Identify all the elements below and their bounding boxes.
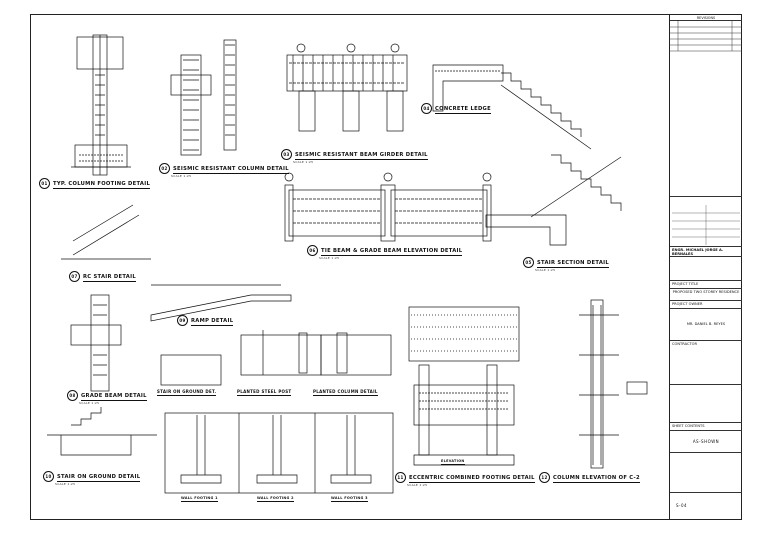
project-owner: MR. DANIEL B. REYES [670, 309, 742, 341]
detail-bubble: 03 [281, 149, 292, 160]
planted-column-detail-title: PLANTED COLUMN DETAIL [313, 389, 378, 396]
project-block [670, 165, 742, 197]
sheet-contents-label: SHEET CONTENTS [670, 423, 742, 431]
detail-title-text: RC STAIR DETAIL [83, 274, 136, 282]
detail-scale: SCALE 1:25 [407, 483, 428, 487]
elevation-label: ELEVATION [441, 459, 465, 465]
project-title: PROPOSED TWO STOREY RESIDENCE [670, 289, 742, 301]
detail-scale: SCALE 1:25 [79, 401, 100, 405]
scale-value: AS-SHOWN [670, 431, 742, 453]
detail-bubble: 04 [421, 103, 432, 114]
structural-linework [47, 34, 648, 494]
detail-title-text: STAIR SECTION DETAIL [537, 260, 609, 268]
engineer-details [670, 257, 742, 281]
wall-footing-1-title: WALL FOOTING 1 [181, 496, 218, 502]
detail-title-text: GRADE BEAM DETAIL [81, 393, 147, 401]
detail-bubble: 05 [523, 257, 534, 268]
detail-title-text: TYP. COLUMN FOOTING DETAIL [53, 181, 151, 189]
detail-title-text: SEISMIC RESISTANT COLUMN DETAIL [173, 166, 289, 174]
stair-on-ground-det-title: STAIR ON GROUND DET. [157, 389, 217, 396]
project-owner-label: PROJECT OWNER [670, 301, 742, 309]
detail-scale: SCALE 1:25 [55, 482, 76, 486]
revisions-table [670, 21, 742, 52]
detail-bubble: 07 [69, 271, 80, 282]
title-block: REVISIONS ENGR. MICHAEL JORGE A. BERNALE… [669, 15, 742, 519]
detail-bubble: 12 [539, 472, 550, 483]
detail-title-text: ECCENTRIC COMBINED FOOTING DETAIL [409, 475, 535, 483]
detail-title-text: STAIR ON GROUND DETAIL [57, 474, 141, 482]
detail-title-text: CONCRETE LEDGE [435, 106, 491, 114]
notes-block [670, 385, 742, 423]
sheet-number: S-04 [676, 503, 688, 508]
detail-scale: SCALE 1:25 [171, 174, 192, 178]
wall-footing-2-title: WALL FOOTING 2 [257, 496, 294, 502]
approval-block [670, 201, 742, 247]
detail-title-text: TIE BEAM & GRADE BEAM ELEVATION DETAIL [321, 248, 463, 256]
project-title-label: PROJECT TITLE [670, 281, 742, 289]
wall-footing-3-title: WALL FOOTING 3 [331, 496, 368, 502]
detail-bubble: 11 [395, 472, 406, 483]
detail-scale: SCALE 1:25 [319, 256, 340, 260]
revisions-header: REVISIONS [670, 15, 742, 21]
detail-title-text: SEISMIC RESISTANT BEAM GIRDER DETAIL [295, 152, 428, 160]
engineer-name: ENGR. MICHAEL JORGE A. BERNALES [670, 247, 742, 257]
detail-title-text: COLUMN ELEVATION OF C-2 [553, 475, 640, 483]
drawn-by-block [670, 453, 742, 493]
detail-title-text: RAMP DETAIL [191, 318, 234, 326]
contractor-label: CONTRACTOR [670, 341, 742, 385]
detail-scale: SCALE 1:25 [535, 268, 556, 272]
detail-bubble: 09 [177, 315, 188, 326]
detail-bubble: 10 [43, 471, 54, 482]
detail-bubble: 06 [307, 245, 318, 256]
detail-bubble: 01 [39, 178, 50, 189]
detail-bubble: 02 [159, 163, 170, 174]
detail-bubble: 08 [67, 390, 78, 401]
detail-scale: SCALE 1:25 [293, 160, 314, 164]
planted-steel-post-title: PLANTED STEEL POST [237, 389, 292, 396]
